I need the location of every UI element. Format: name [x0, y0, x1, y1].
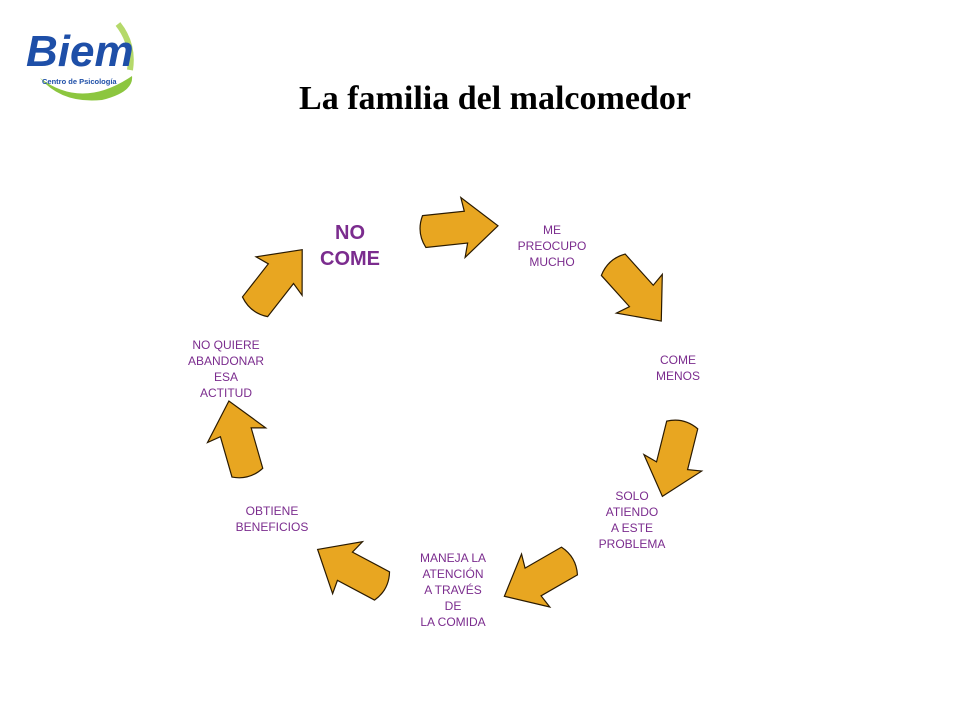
arrow-me-preocupo-to-come-menos — [587, 241, 686, 341]
logo-swoosh — [40, 76, 133, 101]
logo-arc — [115, 22, 134, 71]
node-maneja-atencion: MANEJA LA ATENCIÓN A TRAVÉS DE LA COMIDA — [419, 551, 487, 629]
node-no-come: NO COME — [320, 222, 380, 270]
arrow-no-come-to-me-preocupo — [416, 193, 502, 263]
logo-tagline-text: Centro de Psicología — [42, 77, 117, 86]
arrow-obtiene-to-no-quiere — [197, 392, 278, 486]
node-solo-atiendo: SOLO ATIENDO A ESTE PROBLEMA — [598, 489, 666, 551]
page-title: La familia del malcomedor — [299, 80, 691, 117]
node-come-menos: COME MENOS — [655, 353, 700, 383]
arrow-maneja-to-obtiene — [301, 524, 401, 615]
node-obtiene-beneficios: OBTIENE BENEFICIOS — [235, 504, 309, 534]
biem-logo: Biem Centro de Psicología — [22, 14, 142, 104]
biem-logo-graphic: Biem Centro de Psicología — [26, 22, 134, 101]
logo-brand-text: Biem — [26, 27, 134, 76]
node-no-quiere: NO QUIERE ABANDONAR ESA ACTITUD — [187, 338, 264, 400]
node-me-preocupo: ME PREOCUPO MUCHO — [517, 223, 587, 269]
